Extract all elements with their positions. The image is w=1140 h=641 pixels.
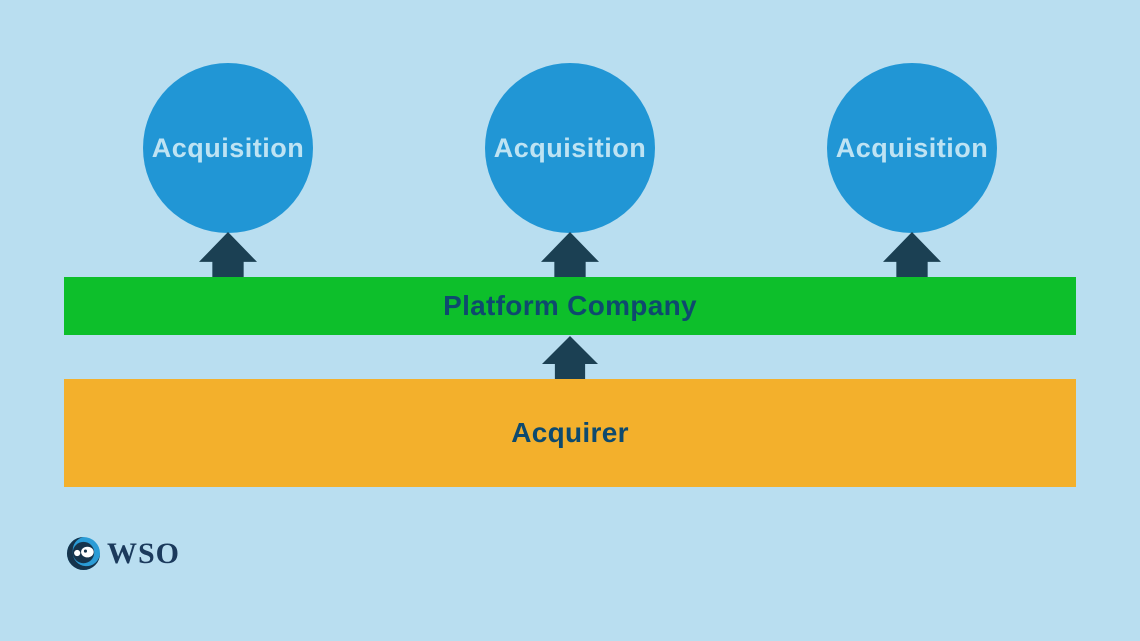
wso-logo-text: WSO: [107, 537, 181, 570]
wso-logo-icon: [66, 536, 101, 571]
acquisition-circle-2: Acquisition: [485, 63, 655, 233]
acquisition-label: Acquisition: [151, 132, 305, 163]
wso-logo: WSO: [66, 536, 180, 571]
platform-company-bar: Platform Company: [64, 277, 1076, 335]
arrow-up-icon: [541, 232, 599, 278]
acquisition-circle-3: Acquisition: [827, 63, 997, 233]
acquisition-label: Acquisition: [493, 132, 647, 163]
acquisition-label: Acquisition: [835, 132, 989, 163]
acquirer-label: Acquirer: [511, 417, 629, 448]
arrow-up-icon: [542, 336, 598, 379]
platform-company-label: Platform Company: [443, 290, 697, 321]
acquisition-circle-1: Acquisition: [143, 63, 313, 233]
arrow-up-icon: [199, 232, 257, 278]
arrow-up-icon: [883, 232, 941, 278]
acquirer-bar: Acquirer: [64, 379, 1076, 487]
